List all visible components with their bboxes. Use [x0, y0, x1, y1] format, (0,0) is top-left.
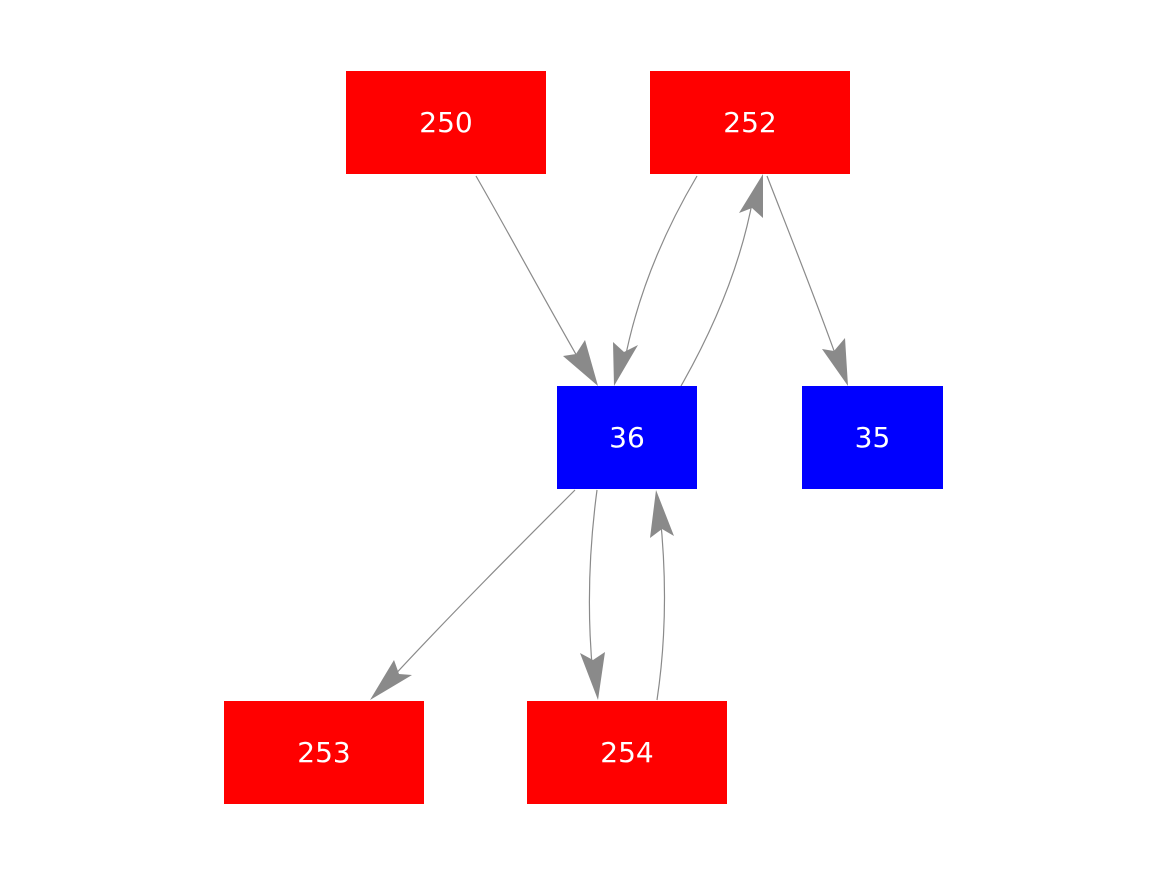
node-label-250: 250 [419, 106, 473, 139]
node-35: 35 [802, 386, 943, 489]
node-label-36: 36 [609, 421, 645, 454]
arrowhead-36-to-254 [580, 652, 605, 700]
node-36: 36 [557, 386, 697, 489]
node-label-35: 35 [854, 421, 891, 454]
node-label-252: 252 [723, 106, 777, 139]
node-label-253: 253 [297, 736, 351, 769]
node-253: 253 [224, 701, 424, 804]
node-250: 250 [346, 71, 546, 174]
edge-36-to-252 [680, 174, 763, 387]
node-252: 252 [650, 71, 850, 174]
node-label-254: 254 [600, 736, 654, 769]
edge-36-to-253 [370, 489, 576, 700]
node-254: 254 [527, 701, 727, 804]
edge-250-to-36 [475, 175, 598, 386]
edge-254-to-36 [650, 490, 674, 701]
arrowhead-254-to-36 [650, 490, 674, 538]
arrowhead-36-to-253 [370, 660, 412, 700]
edge-36-to-254 [580, 489, 605, 700]
arrowhead-250-to-36 [563, 340, 598, 386]
arrowhead-36-to-252 [739, 174, 763, 218]
edge-252-to-35 [766, 175, 848, 386]
arrowhead-252-to-35 [822, 338, 848, 386]
arrowhead-252-to-36 [613, 342, 638, 386]
edge-252-to-36 [613, 175, 698, 386]
